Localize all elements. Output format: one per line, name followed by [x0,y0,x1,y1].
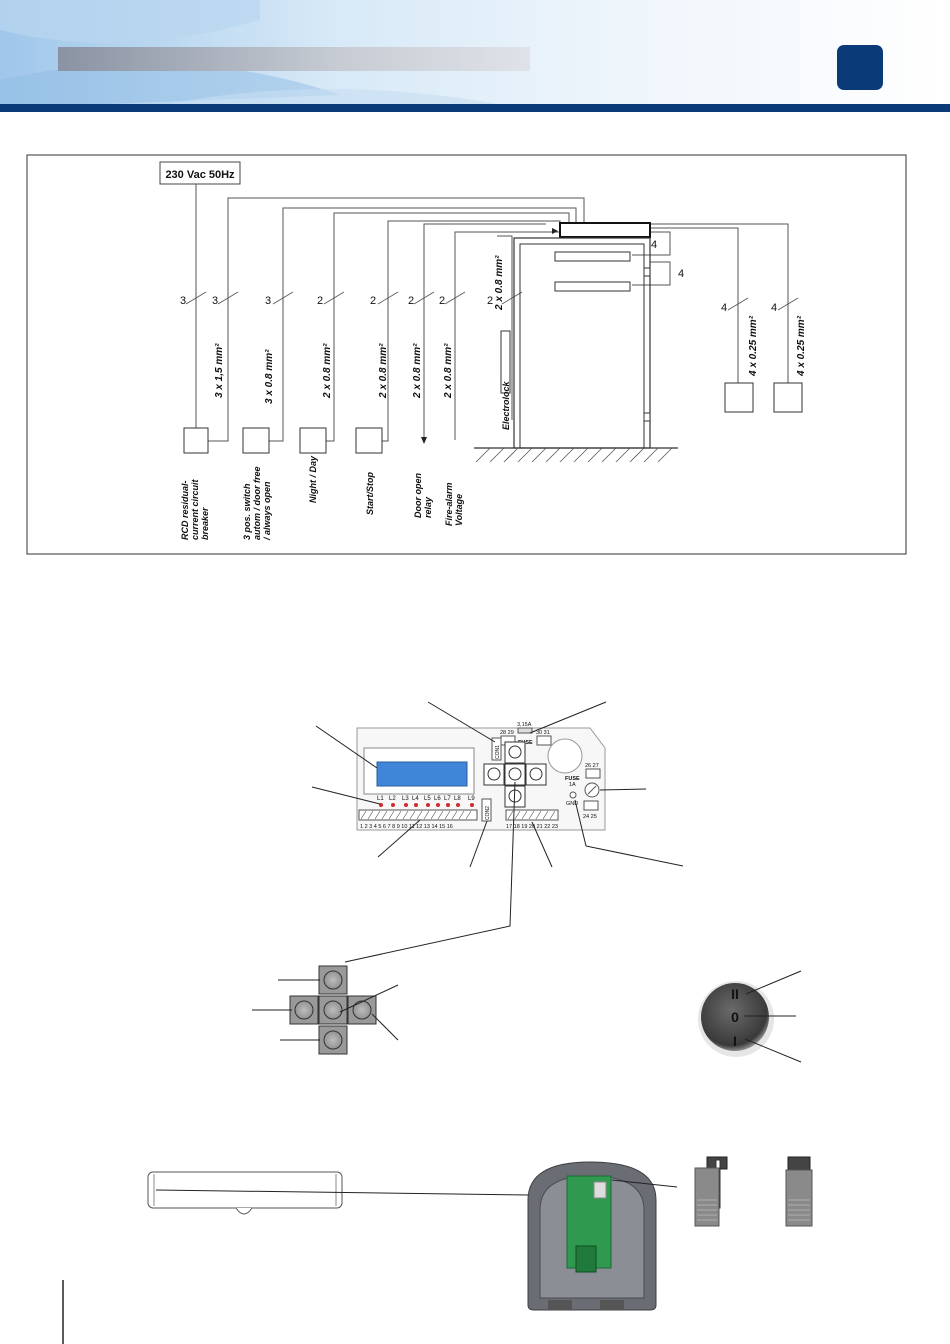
cable-count: 3 [265,295,271,307]
led-label: L9 [468,796,475,802]
wire-runs [195,184,789,442]
device-label-start-stop: Start/Stop [365,471,375,515]
terminal-numbers-26-27: 26 27 [585,763,599,769]
cable-count: 2 [317,295,323,307]
cable-spec: 2 x 0.8 mm² [322,343,333,399]
keypad-callouts [252,979,399,1041]
section-title-bar [58,47,530,71]
cable-spec: 3 x 0.8 mm² [264,349,275,404]
mode-selector-detail: II 0 I [698,981,774,1057]
terminal-numbers-right: 17 18 19 20 21 22 23 [506,824,558,830]
lcd-display [376,761,468,787]
cable-count: 3 [212,295,218,307]
door-operator-unit [559,222,651,238]
cable-count: 4 [771,302,777,314]
program-switch-housing [527,1161,678,1311]
wiring-diagram-frame [26,154,907,555]
night-day-switch-box [299,427,327,454]
device-label-fire-alarm: Fire-alarm Voltage [444,480,464,526]
device-boxes [183,382,803,454]
cable-spec: 3 x 1,5 mm² [214,343,225,398]
fuse-rating: 3,15A [517,722,532,728]
cable-slashes [185,291,799,311]
terminal-numbers-left: 1 2 3 4 5 6 7 8 9 10 11 12 13 14 15 16 [360,824,453,830]
door-assembly [474,222,678,463]
selector-mark-ii: II [731,986,739,1002]
selector-callouts [744,970,802,1063]
cable-count: 2 [370,295,376,307]
gnd-label: GND [566,801,578,807]
device-label-night-day: Night / Day [308,455,318,503]
header-rule [0,104,950,112]
terminal-numbers-28-29: 28 29 [500,730,514,736]
keypad-detail [289,965,377,1055]
led-label: L7 [444,796,451,802]
key-switch-parts [694,1156,813,1227]
input-arrow [552,228,558,234]
cable-count: 4 [678,268,684,280]
led-label: L6 [434,796,441,802]
three-position-switch-box [242,427,270,454]
cable-count: 2 [439,295,445,307]
relay-arrow [421,437,427,444]
selector-mark-0: 0 [731,1009,739,1025]
cable-spec: 4 x 0.25 mm² [748,315,759,377]
door-frame-outer [513,237,651,449]
cable-count: 4 [651,239,657,251]
led-label: L2 [389,796,396,802]
terminal-numbers-24-25: 24 25 [583,814,597,820]
fuse-holder [517,727,533,734]
cable-count: 2 [408,295,414,307]
device-label-door-open-relay: Door open relay [413,470,433,518]
cable-spec: 2 x 0.8 mm² [494,255,505,311]
device-label-switch: 3 pos. switch autom / door free / always… [242,464,272,541]
led-label: L1 [377,796,384,802]
terminal-strip-right [505,809,559,821]
start-stop-switch-box [355,427,383,454]
con2-label: CON2 [485,806,491,820]
cable-count: 2 [487,295,493,307]
cable-spec: 2 x 0.8 mm² [412,343,423,399]
electrolock-device [500,330,511,394]
cable-spec: 2 x 0.8 mm² [378,343,389,399]
electrolock-label: Electrolock [501,380,511,430]
sensor-bar-top [554,251,631,262]
selector-mark-i: I [733,1033,737,1049]
led-label: L5 [424,796,431,802]
door-leaf [519,243,645,449]
key-switch-right [785,1169,813,1227]
cable-spec: 2 x 0.8 mm² [443,343,454,399]
selector-knob [701,983,769,1051]
operator-housing [147,1171,531,1215]
key-switch-left [694,1167,720,1227]
led-label: L4 [412,796,419,802]
sensor-bar-lower [554,281,631,292]
terminal-numbers-30-31: 30 31 [536,730,550,736]
cable-spec: 4 x 0.25 mm² [796,315,807,377]
device-label-rcd: RCD residual- current circuit breaker [180,477,210,540]
con1-label: CON1 [495,745,501,759]
led-row [379,803,474,807]
terminal-strip-left [358,809,478,821]
led-label: L8 [454,796,461,802]
fuse1-rating: 1A [569,782,576,788]
rcd-breaker-box [183,427,209,454]
fuse1-label: FUSE [565,776,580,782]
control-board: L1 L2 L3 L4 L5 L6 L7 L8 L9 1 2 3 4 5 6 7… [356,722,606,831]
cable-count: 4 [721,302,727,314]
led-label: L3 [402,796,409,802]
sensor-box-left [724,382,754,413]
section-badge [837,45,883,90]
supply-label: 230 Vac 50Hz [165,169,235,181]
supply-box [159,161,241,185]
sensor-box-right [773,382,803,413]
cable-count: 3 [180,295,186,307]
board-callouts [311,701,684,963]
buzzer-capacitor [547,738,583,774]
